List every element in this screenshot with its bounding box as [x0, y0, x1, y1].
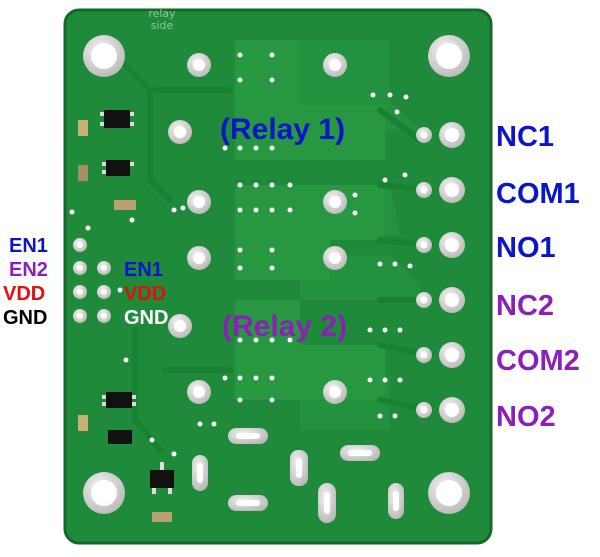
terminal-nc2-label: NC2 — [496, 290, 555, 322]
inner-en1-label: EN1 — [124, 259, 163, 281]
silkscreen-line-1: relay — [148, 7, 176, 20]
smd-components — [78, 110, 174, 522]
silkscreen-text: relay side — [142, 8, 182, 31]
terminal-com1-label: COM1 — [496, 178, 580, 210]
relay-pads — [168, 53, 347, 404]
slot-pads — [192, 428, 404, 523]
terminal-nc1-label: NC1 — [496, 121, 555, 153]
silkscreen-line-2: side — [150, 18, 174, 32]
relay-2-label: (Relay 2) — [222, 310, 348, 343]
header-en2-label: EN2 — [9, 259, 48, 281]
inner-gnd-label: GND — [124, 307, 169, 329]
header-vdd-label: VDD — [3, 283, 46, 305]
relay-1-label: (Relay 1) — [220, 113, 346, 146]
terminal-com2-label: COM2 — [496, 345, 580, 377]
mounting-holes — [83, 35, 470, 514]
vias — [69, 52, 413, 457]
terminal-no2-label: NO2 — [496, 401, 556, 433]
header-en1-label: EN1 — [9, 235, 48, 257]
header-gnd-label: GND — [3, 307, 48, 329]
header-pins — [73, 238, 111, 323]
terminal-pads — [416, 122, 465, 423]
inner-vdd-label: VDD — [124, 283, 167, 305]
terminal-no1-label: NO1 — [496, 232, 556, 264]
